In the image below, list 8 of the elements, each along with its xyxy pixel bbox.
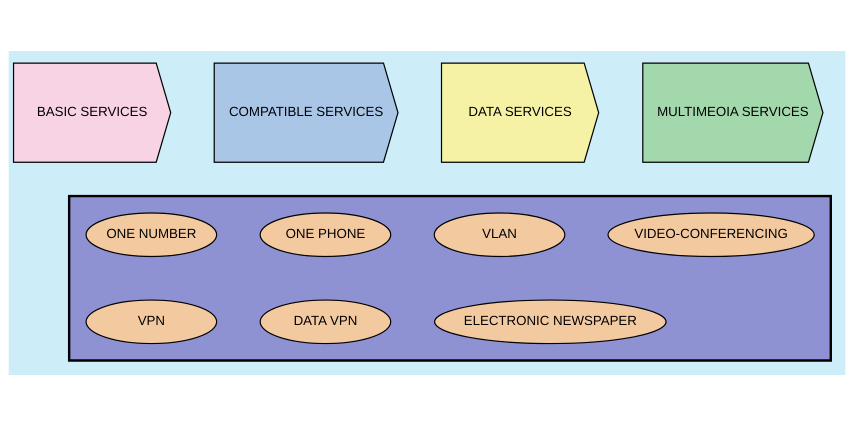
node-ellipse: DATA VPN: [260, 298, 392, 344]
node-ellipse: ELECTRONIC NEWSPAPER: [434, 298, 667, 344]
node-ellipse: ONE PHONE: [260, 212, 392, 257]
cluster: [68, 194, 832, 362]
node-ellipse: VIDEO-CONFERENCING: [607, 212, 815, 257]
node-ellipse: VPN: [85, 298, 218, 344]
node-ellipse: ONE NUMBER: [85, 212, 218, 257]
node-ellipse: VLAN: [434, 212, 566, 257]
